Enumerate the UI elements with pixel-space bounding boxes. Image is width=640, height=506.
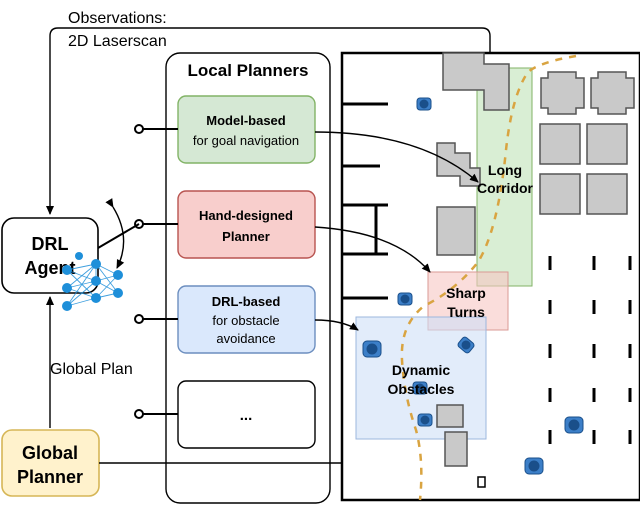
more-planners: ... xyxy=(177,380,316,449)
agent-switch-arm xyxy=(97,223,140,249)
hand-designed-subtitle: Planner xyxy=(222,229,270,244)
drl-based-to-obstacles-arrow xyxy=(314,319,359,331)
model-based-subtitle: for goal navigation xyxy=(193,133,299,148)
sharp-turns-label-2: Turns xyxy=(447,304,485,320)
model-based-title: Model-based xyxy=(206,113,286,128)
global-planner-label-2: Planner xyxy=(17,467,83,487)
observation-feedback-line xyxy=(46,27,491,215)
local-planners-title: Local Planners xyxy=(188,61,309,80)
dynamic-obstacles-label-1: Dynamic xyxy=(392,362,451,378)
switch-rotation-arrow xyxy=(105,198,125,269)
drl-agent-label-1: DRL xyxy=(32,234,69,254)
hand-designed-to-turns-arrow xyxy=(314,226,431,273)
global-planner-label-1: Global xyxy=(22,443,78,463)
global-plan-label: Global Plan xyxy=(50,361,133,378)
model-based-planner: Model-based for goal navigation xyxy=(177,95,316,164)
environment-map: Long Corridor Sharp Turns Dynamic Obstac… xyxy=(340,51,640,502)
neural-network-icon xyxy=(62,252,123,311)
drl-based-subtitle-2: avoidance xyxy=(216,331,275,346)
global-path xyxy=(400,54,577,501)
more-planners-ellipsis: ... xyxy=(240,407,253,424)
model-based-to-corridor-arrow xyxy=(314,131,479,183)
drl-based-subtitle-1: for obstacle xyxy=(212,313,279,328)
sharp-turns-label-1: Sharp xyxy=(446,285,486,301)
human-figures xyxy=(362,97,584,475)
dynamic-obstacles-label-2: Obstacles xyxy=(388,381,455,397)
drl-based-planner: DRL-based for obstacle avoidance xyxy=(177,285,316,354)
long-corridor-label-1: Long xyxy=(488,162,522,178)
hand-designed-title: Hand-designed xyxy=(199,208,293,223)
long-corridor-label-2: Corridor xyxy=(477,180,534,196)
drl-agent-label-2: Agent xyxy=(25,258,76,278)
hand-designed-planner: Hand-designed Planner xyxy=(177,190,316,259)
drl-agent-box xyxy=(1,217,99,294)
observations-label: Observations: xyxy=(68,10,167,27)
drl-based-title: DRL-based xyxy=(212,294,281,309)
switch-contacts xyxy=(134,124,178,419)
robot-marker xyxy=(477,476,486,488)
laserscan-label: 2D Laserscan xyxy=(68,33,167,50)
